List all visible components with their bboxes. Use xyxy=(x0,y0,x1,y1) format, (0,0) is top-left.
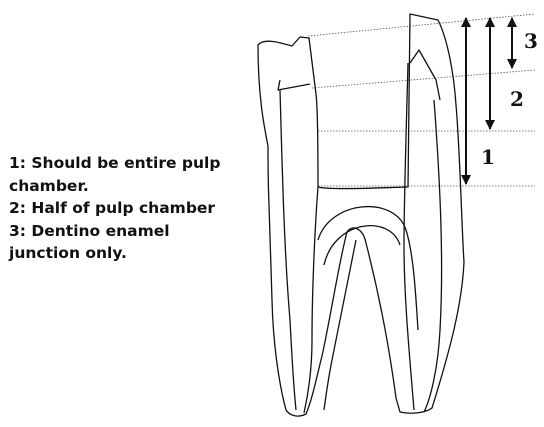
label-1: 1 xyxy=(481,145,495,169)
enamel-right xyxy=(410,50,440,100)
tooth-outline xyxy=(258,14,464,416)
level-line-top xyxy=(308,14,535,36)
dentin-left xyxy=(280,90,296,410)
pulp-floor-inner xyxy=(324,226,400,265)
level-line-2 xyxy=(312,70,535,88)
reference-lines xyxy=(308,14,535,186)
label-2: 2 xyxy=(510,87,524,111)
enamel-left xyxy=(278,80,310,90)
canal-right xyxy=(424,100,442,412)
label-3: 3 xyxy=(524,29,538,53)
